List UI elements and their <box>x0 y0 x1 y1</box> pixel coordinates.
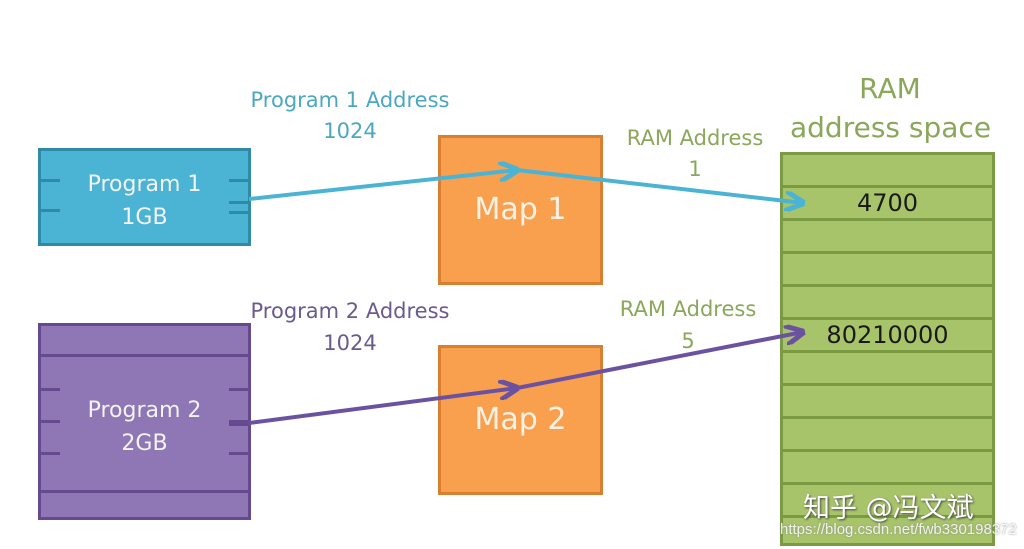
program1-address-title: Program 1 Address <box>250 88 450 112</box>
ram1-address-title: RAM Address <box>626 126 764 150</box>
ram-row <box>783 254 992 287</box>
program1-size: 1GB <box>121 205 168 230</box>
tick-mark <box>38 179 60 182</box>
program1-name: Program 1 <box>87 172 202 197</box>
program1-block: Program 1 1GB <box>38 148 251 246</box>
ram1-address-value: 1 <box>688 157 702 181</box>
program2-block: Program 2 2GB <box>38 323 251 520</box>
tick-mark <box>229 201 251 204</box>
watermark-text: 知乎 @冯文斌 <box>803 493 974 524</box>
divider <box>41 354 248 357</box>
ram-heading-line1: RAM <box>859 72 921 105</box>
tick-mark <box>229 179 251 182</box>
tick-mark <box>38 420 60 423</box>
tick-mark <box>229 452 251 455</box>
arrow-map1-to-ram <box>516 168 803 203</box>
arrow-program1-to-map1 <box>248 170 517 201</box>
program2-name: Program 2 <box>87 398 202 423</box>
tick-mark <box>229 388 251 391</box>
arrow-program2-to-map2 <box>248 388 517 425</box>
tick-mark <box>229 211 251 214</box>
ram-row <box>783 386 992 419</box>
ram-row <box>783 287 992 320</box>
map1-block: Map 1 <box>438 135 603 285</box>
ram-row <box>783 155 992 188</box>
ram-row <box>783 485 992 518</box>
ram-row <box>783 221 992 254</box>
ram-row <box>783 419 992 452</box>
divider <box>41 490 248 493</box>
ram-address-space: 4700 80210000 <box>780 152 995 546</box>
map2-block: Map 2 <box>438 345 603 495</box>
watermark-url: https://blog.csdn.net/fwb330198372 <box>780 521 1017 538</box>
ram2-address-value: 5 <box>681 329 695 353</box>
map1-name: Map 1 <box>474 192 567 227</box>
tick-mark <box>38 388 60 391</box>
program1-address-value: 1024 <box>323 119 377 143</box>
ram2-address-title: RAM Address <box>619 297 757 321</box>
ram-row: 80210000 <box>783 320 992 353</box>
arrow-map2-to-ram <box>516 332 803 390</box>
ram-row-value: 80210000 <box>826 321 949 349</box>
ram-row <box>783 452 992 485</box>
program2-address-value: 1024 <box>323 331 377 355</box>
tick-mark <box>38 452 60 455</box>
ram-heading-line2: address space <box>790 111 992 144</box>
ram-row <box>783 353 992 386</box>
ram-row-value: 4700 <box>856 189 919 217</box>
program2-size: 2GB <box>121 431 168 456</box>
ram-row: 4700 <box>783 188 992 221</box>
map2-name: Map 2 <box>474 402 567 437</box>
program2-address-title: Program 2 Address <box>250 299 450 323</box>
tick-mark <box>229 420 251 426</box>
tick-mark <box>38 209 60 212</box>
